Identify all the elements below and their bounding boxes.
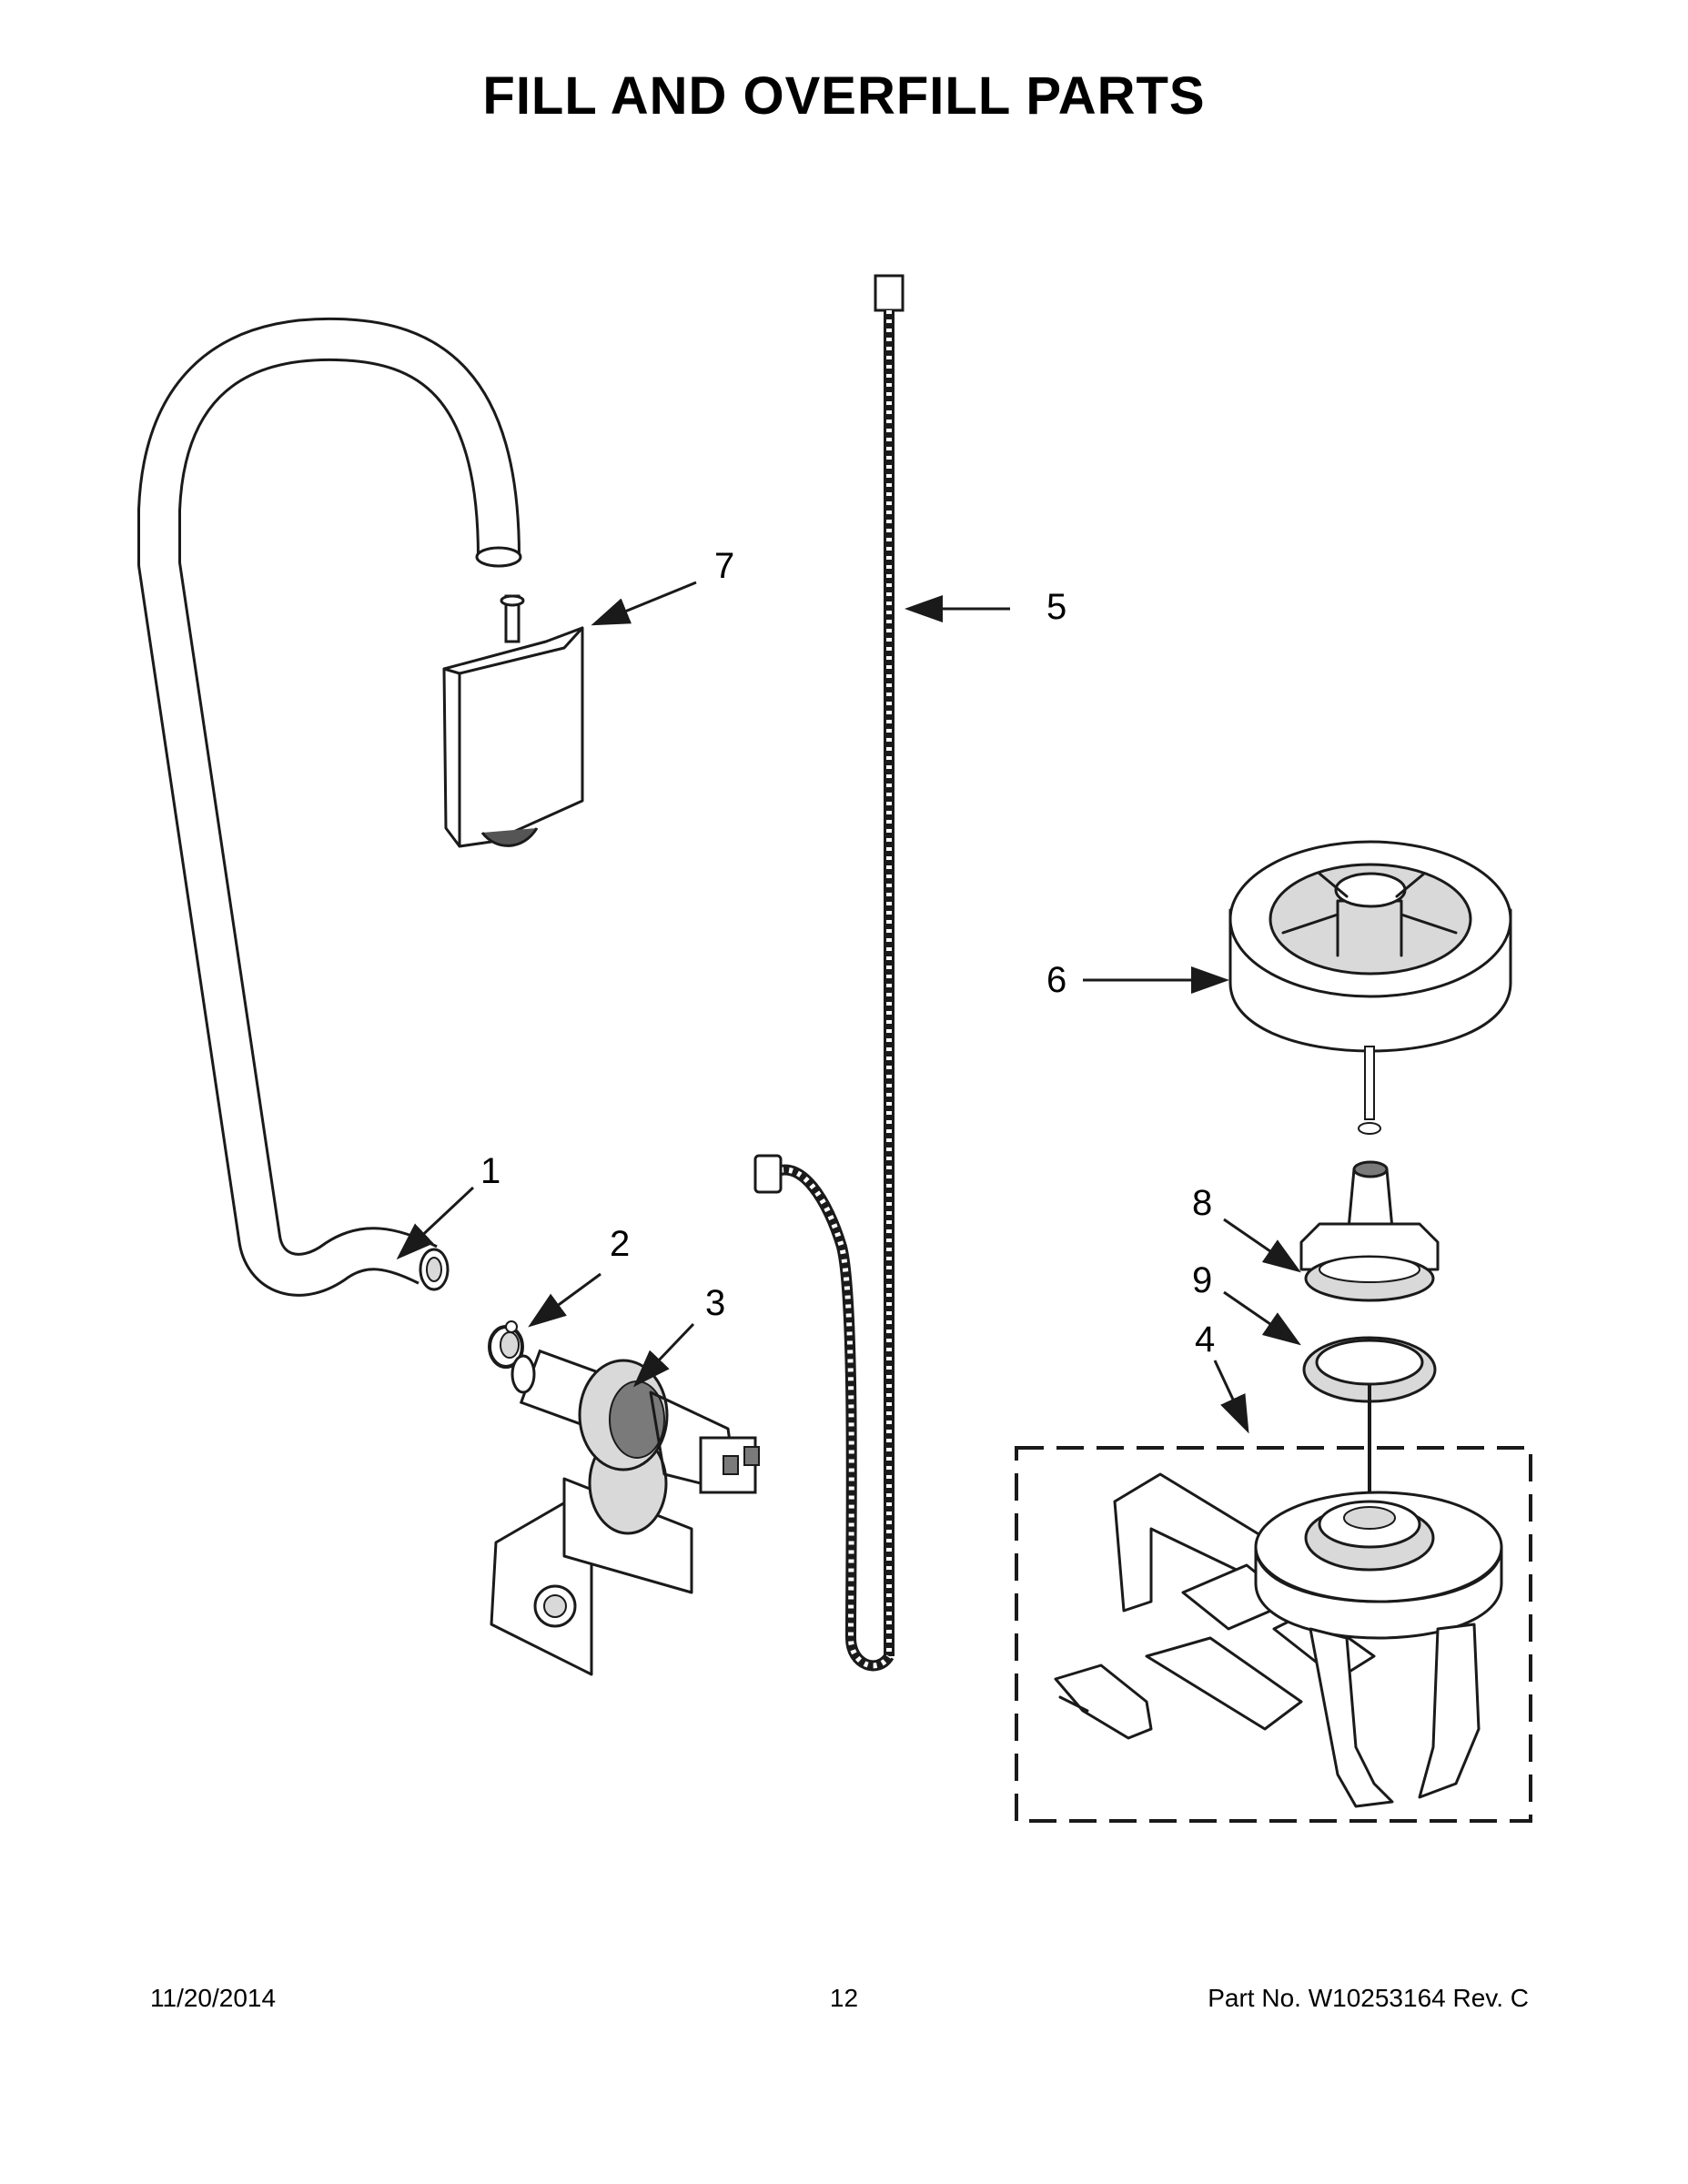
callout-6: 6 xyxy=(1046,960,1067,1000)
leader-lines xyxy=(396,581,1301,1434)
gasket-icon xyxy=(1302,1336,1437,1403)
float-stem-icon xyxy=(1299,1160,1440,1302)
vent-icon xyxy=(442,594,584,848)
callout-4: 4 xyxy=(1195,1320,1216,1360)
hose-clamp-icon xyxy=(488,1320,524,1369)
footer-date: 11/20/2014 xyxy=(150,1984,277,2012)
page-title: FILL AND OVERFILL PARTS xyxy=(482,66,1206,126)
float-switch-assembly-icon xyxy=(1015,1446,1532,1823)
float-icon xyxy=(1228,840,1512,1135)
callout-5: 5 xyxy=(1046,587,1067,627)
water-valve-icon xyxy=(490,1349,760,1676)
wire-harness-icon xyxy=(753,274,905,1672)
footer-part-number: Part No. W10253164 Rev. C xyxy=(1208,1984,1529,2012)
footer-page-number: 12 xyxy=(829,1984,859,2012)
callout-7: 7 xyxy=(714,546,735,586)
callout-2: 2 xyxy=(610,1224,631,1264)
callout-1: 1 xyxy=(480,1151,501,1191)
callout-9: 9 xyxy=(1192,1260,1213,1300)
fill-hose-icon xyxy=(137,317,522,1297)
callout-3: 3 xyxy=(705,1283,726,1323)
callout-8: 8 xyxy=(1192,1183,1213,1223)
